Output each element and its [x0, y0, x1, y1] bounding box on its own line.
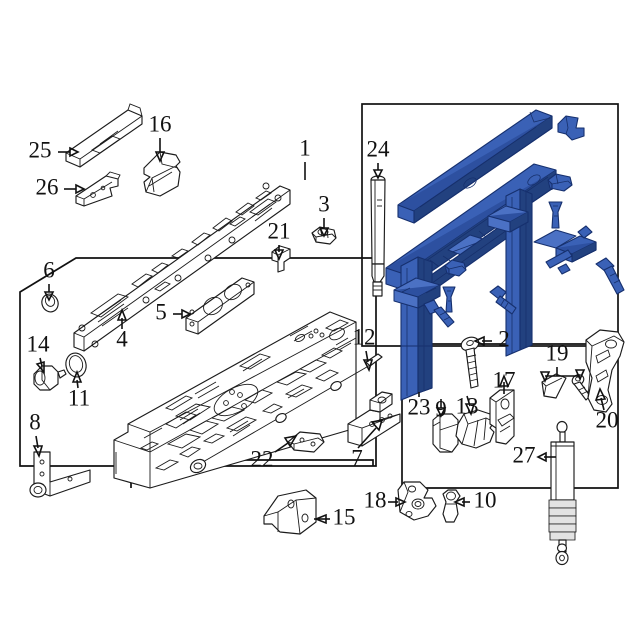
part-1-tailgate-panel-assembly	[113, 311, 357, 489]
part-18-hinge-plate	[397, 481, 437, 521]
part-14-lamp-socket	[33, 365, 67, 391]
callout-label-22[interactable]: 22	[251, 446, 274, 471]
part-27-gas-strut-damper	[548, 420, 577, 566]
callout-label-19[interactable]: 19	[546, 340, 569, 365]
callout-label-23[interactable]: 23	[408, 394, 431, 419]
part-17-striker-plate	[489, 389, 515, 445]
part-10-striker-pin	[442, 489, 461, 523]
callout-label-16[interactable]: 16	[149, 111, 172, 136]
callout-label-6[interactable]: 6	[43, 257, 55, 282]
callout-label-21[interactable]: 21	[268, 218, 291, 243]
part-16-end-cap	[143, 151, 181, 197]
part-26-handle-bezel	[75, 171, 121, 207]
callout-label-12[interactable]: 12	[353, 324, 376, 349]
callout-label-10[interactable]: 10	[474, 487, 497, 512]
group-box-tailgate-main	[19, 257, 377, 467]
part-20-hinge-arm	[585, 329, 625, 413]
part-15-corner-bracket	[263, 489, 317, 535]
callout-label-27[interactable]: 27	[513, 442, 536, 467]
leader-22	[274, 442, 289, 453]
part-4-inner-reinforcement-panel	[73, 182, 291, 352]
callout-label-14[interactable]: 14	[27, 331, 51, 356]
callout-label-2[interactable]: 2	[498, 326, 510, 351]
callout-label-20[interactable]: 20	[596, 407, 619, 432]
callout-label-8[interactable]: 8	[29, 409, 41, 434]
part-8-hinge-bracket	[29, 451, 91, 498]
callout-labels: 1 2 3 4 5 6 7 8 9 10 11 12 13 14 15 16 1…	[27, 111, 619, 529]
group-box-blue-assembly	[361, 103, 619, 347]
part-5-access-cover-plate	[185, 277, 255, 335]
part-22-cable-bracket	[287, 431, 325, 453]
callout-label-3[interactable]: 3	[318, 191, 330, 216]
part-13-latch-assembly	[455, 409, 495, 449]
part-12-support-cable-rod	[189, 353, 383, 474]
part-24-support-rod	[370, 175, 386, 297]
callout-label-13[interactable]: 13	[456, 393, 479, 418]
part-23-frame-rail-assembly-highlighted	[385, 109, 625, 401]
callout-label-26[interactable]: 26	[36, 174, 59, 199]
callout-label-4[interactable]: 4	[116, 326, 128, 351]
callout-label-9[interactable]: 9	[435, 396, 447, 421]
part-6-grommet	[41, 293, 59, 313]
leader-7	[357, 427, 377, 449]
callout-label-7[interactable]: 7	[351, 445, 363, 470]
callout-label-25[interactable]: 25	[29, 137, 52, 162]
leader-19	[545, 367, 580, 377]
callout-label-1[interactable]: 1	[299, 135, 311, 160]
part-9-bumper-stop	[432, 413, 459, 453]
callout-label-5[interactable]: 5	[155, 299, 167, 324]
leader-lines	[32, 138, 607, 525]
callout-label-17[interactable]: 17	[493, 367, 516, 392]
part-2-screw	[460, 336, 480, 389]
callout-label-24[interactable]: 24	[367, 136, 391, 161]
callout-label-18[interactable]: 18	[364, 487, 387, 512]
callout-label-15[interactable]: 15	[333, 504, 356, 529]
leader-14	[39, 357, 43, 367]
part-25-upper-trim-molding	[65, 103, 143, 168]
callout-label-11[interactable]: 11	[68, 385, 90, 410]
part-7-support-bracket	[347, 391, 401, 447]
